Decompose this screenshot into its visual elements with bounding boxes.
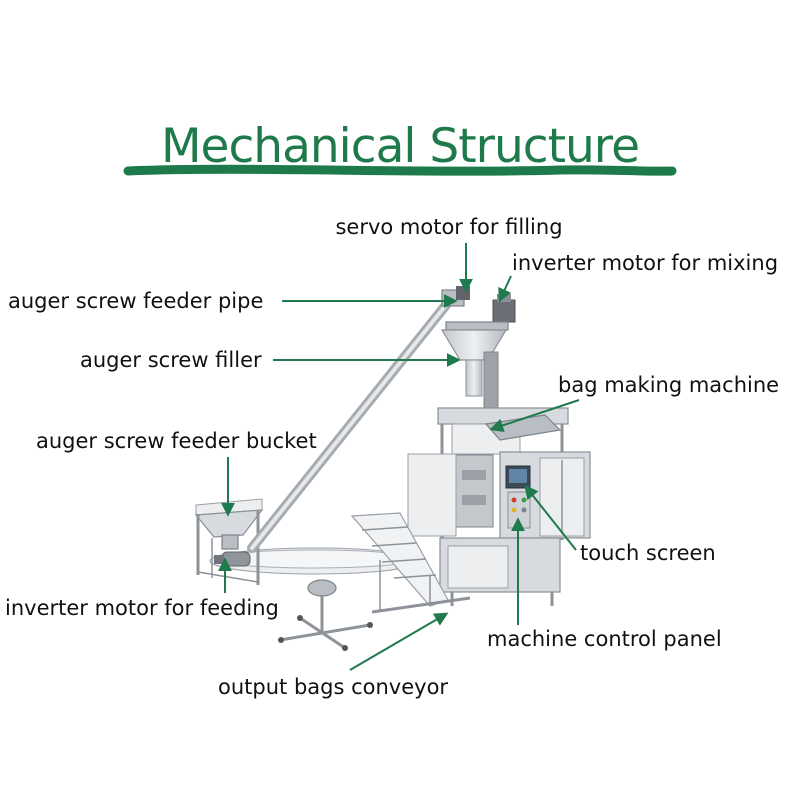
page-title: Mechanical Structure — [161, 119, 639, 174]
label-screw-filler: auger screw filler — [80, 348, 262, 372]
leader-output-conveyor — [349, 612, 449, 671]
label-touch-screen: touch screen — [580, 541, 716, 565]
label-servo-motor: servo motor for filling — [335, 215, 562, 239]
auger-filler — [440, 294, 516, 409]
control-panel-illustration — [505, 465, 531, 529]
label-inverter-feeding: inverter motor for feeding — [5, 596, 279, 620]
output-conveyor — [350, 512, 471, 614]
leader-touch-screen — [524, 484, 577, 551]
label-feeder-bucket: auger screw feeder bucket — [36, 429, 317, 453]
packing-machine-illustration — [194, 286, 591, 651]
leader-bag-making — [489, 399, 580, 433]
label-bag-making: bag making machine — [558, 373, 779, 397]
leader-inverter-mixing — [498, 275, 512, 303]
label-feeder-pipe: auger screw feeder pipe — [8, 289, 263, 313]
table-stand — [278, 579, 373, 651]
component-labels: servo motor for filling inverter motor f… — [5, 215, 779, 699]
label-inverter-mixing: inverter motor for mixing — [512, 251, 778, 275]
label-output-conveyor: output bags conveyor — [218, 675, 448, 699]
feeding-motor — [214, 551, 251, 567]
title-underline — [123, 164, 677, 176]
leader-lines — [218, 243, 580, 671]
label-control-panel: machine control panel — [487, 627, 722, 651]
